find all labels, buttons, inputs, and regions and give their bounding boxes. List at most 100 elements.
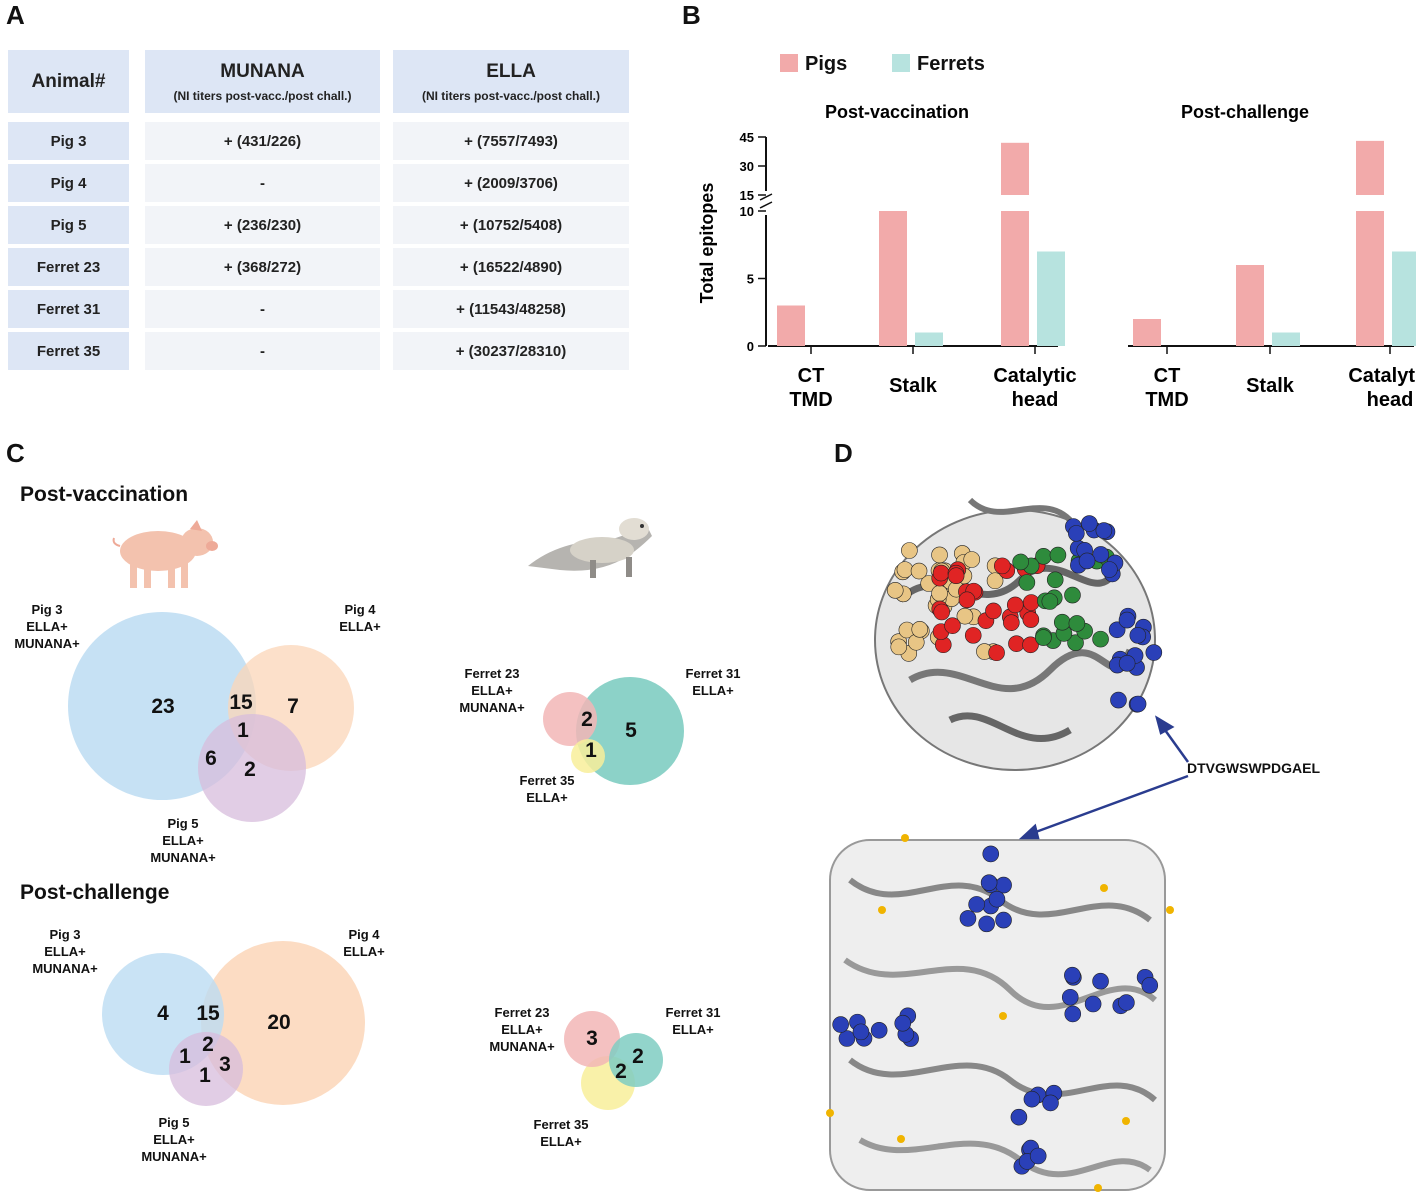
x-tick-label: Catalytic <box>1348 365 1416 387</box>
venn-num: 2 <box>202 1033 214 1056</box>
header-ella-sub: (NI titers post-vacc./post chall.) <box>421 88 601 103</box>
y-tick-label: 5 <box>747 272 754 287</box>
panel-letter-c: C <box>6 438 25 468</box>
table-cell-ella: + (7557/7493) <box>393 122 629 160</box>
group-title: Post-challenge <box>1181 102 1309 122</box>
header-animal-label: Animal# <box>31 70 106 92</box>
y-axis-break <box>759 193 773 209</box>
table-cell-munana: + (431/226) <box>145 122 380 160</box>
venn-num: 6 <box>205 747 217 770</box>
table-cell-ella: + (2009/3706) <box>393 164 629 202</box>
table-cell-animal: Pig 4 <box>8 164 129 202</box>
table-cell-animal: Ferret 23 <box>8 248 129 286</box>
bar-pigs <box>1236 265 1264 346</box>
legend-label-pigs: Pigs <box>805 53 847 75</box>
protein-structure-monomer <box>874 497 1163 771</box>
header-ella-label: ELLA <box>486 60 536 82</box>
x-tick-label: TMD <box>1145 389 1188 411</box>
venn-pv-pig <box>68 612 354 822</box>
venn-num: 2 <box>615 1060 627 1083</box>
panel-letter-d: D <box>834 438 853 468</box>
table-cell-animal: Ferret 35 <box>8 332 129 370</box>
panel-letter-b: B <box>682 0 701 30</box>
venn-num: 3 <box>219 1053 231 1076</box>
venn-num: 15 <box>229 691 253 714</box>
table-cell-animal: Pig 5 <box>8 206 129 244</box>
venn-num: 3 <box>586 1027 598 1050</box>
table-cell-munana: - <box>145 332 380 370</box>
table-cell-animal: Ferret 31 <box>8 290 129 328</box>
epitope-arrows <box>1018 715 1190 840</box>
x-tick-label: Stalk <box>1246 375 1295 397</box>
y-axis-label: Total epitopes <box>697 183 717 304</box>
panel-letter-a: A <box>6 0 25 30</box>
x-tick-label: TMD <box>789 389 832 411</box>
venn-num: 1 <box>585 739 597 762</box>
venn-pv-ferret <box>543 677 684 785</box>
venn-circle-ferret35-pc <box>581 1056 635 1110</box>
table-cell-munana: + (236/230) <box>145 206 380 244</box>
y-tick-label: 15 <box>740 188 754 203</box>
venn-title-post-challenge: Post-challenge <box>20 881 170 904</box>
venn-pc-pig <box>102 941 365 1106</box>
header-ella: ELLA (NI titers post-vacc./post chall.) <box>393 50 629 113</box>
venn-title-post-vaccination: Post-vaccination <box>20 483 189 506</box>
venn-pc-ferret <box>564 1011 663 1110</box>
table-cell-animal: Pig 3 <box>8 122 129 160</box>
pig-illustration <box>112 520 218 588</box>
x-tick-label: CT <box>798 365 825 387</box>
y-tick-label: 45 <box>740 130 754 145</box>
table-cell-munana: + (368/272) <box>145 248 380 286</box>
x-tick-label: Catalytic <box>993 365 1076 387</box>
table-cell-ella: + (10752/5408) <box>393 206 629 244</box>
bar-pigs-upper <box>1001 142 1029 195</box>
bar-pigs-upper <box>1356 140 1384 195</box>
table-cell-ella: + (11543/48258) <box>393 290 629 328</box>
x-tick-label: Stalk <box>889 375 938 397</box>
group-title: Post-vaccination <box>825 102 969 122</box>
venn-num: 1 <box>179 1045 191 1068</box>
venn-num: 2 <box>581 708 593 731</box>
venn-num: 5 <box>625 719 637 742</box>
venn-num: 1 <box>199 1064 211 1087</box>
venn-num: 23 <box>151 695 175 718</box>
x-tick-label: CT <box>1154 365 1181 387</box>
bar-pigs <box>1001 211 1029 346</box>
bar-ferrets <box>1272 332 1300 346</box>
legend-label-ferrets: Ferrets <box>917 53 985 75</box>
venn-num: 4 <box>157 1002 169 1025</box>
bar-pigs <box>1133 319 1161 346</box>
x-tick-label: head <box>1012 389 1059 411</box>
legend-swatch-ferrets <box>892 54 910 72</box>
protein-structure-tetramer <box>826 834 1174 1192</box>
venn-num: 7 <box>287 695 299 718</box>
bar-ferrets <box>1392 251 1416 346</box>
header-munana-sub: (NI titers post-vacc./post chall.) <box>173 88 352 103</box>
header-munana: MUNANA (NI titers post-vacc./post chall.… <box>145 50 380 113</box>
table-cell-ella: + (30237/28310) <box>393 332 629 370</box>
bar-pigs <box>879 211 907 346</box>
venn-num: 20 <box>267 1011 291 1034</box>
venn-num: 1 <box>237 719 249 742</box>
y-tick-label: 0 <box>747 339 754 354</box>
bar-pigs <box>777 305 805 346</box>
venn-num: 2 <box>632 1045 644 1068</box>
venn-num: 2 <box>244 758 256 781</box>
header-animal: Animal# <box>8 50 129 113</box>
x-tick-label: head <box>1367 389 1414 411</box>
y-tick-label: 10 <box>740 204 754 219</box>
bar-ferrets <box>915 332 943 346</box>
y-tick-label: 30 <box>740 159 754 174</box>
